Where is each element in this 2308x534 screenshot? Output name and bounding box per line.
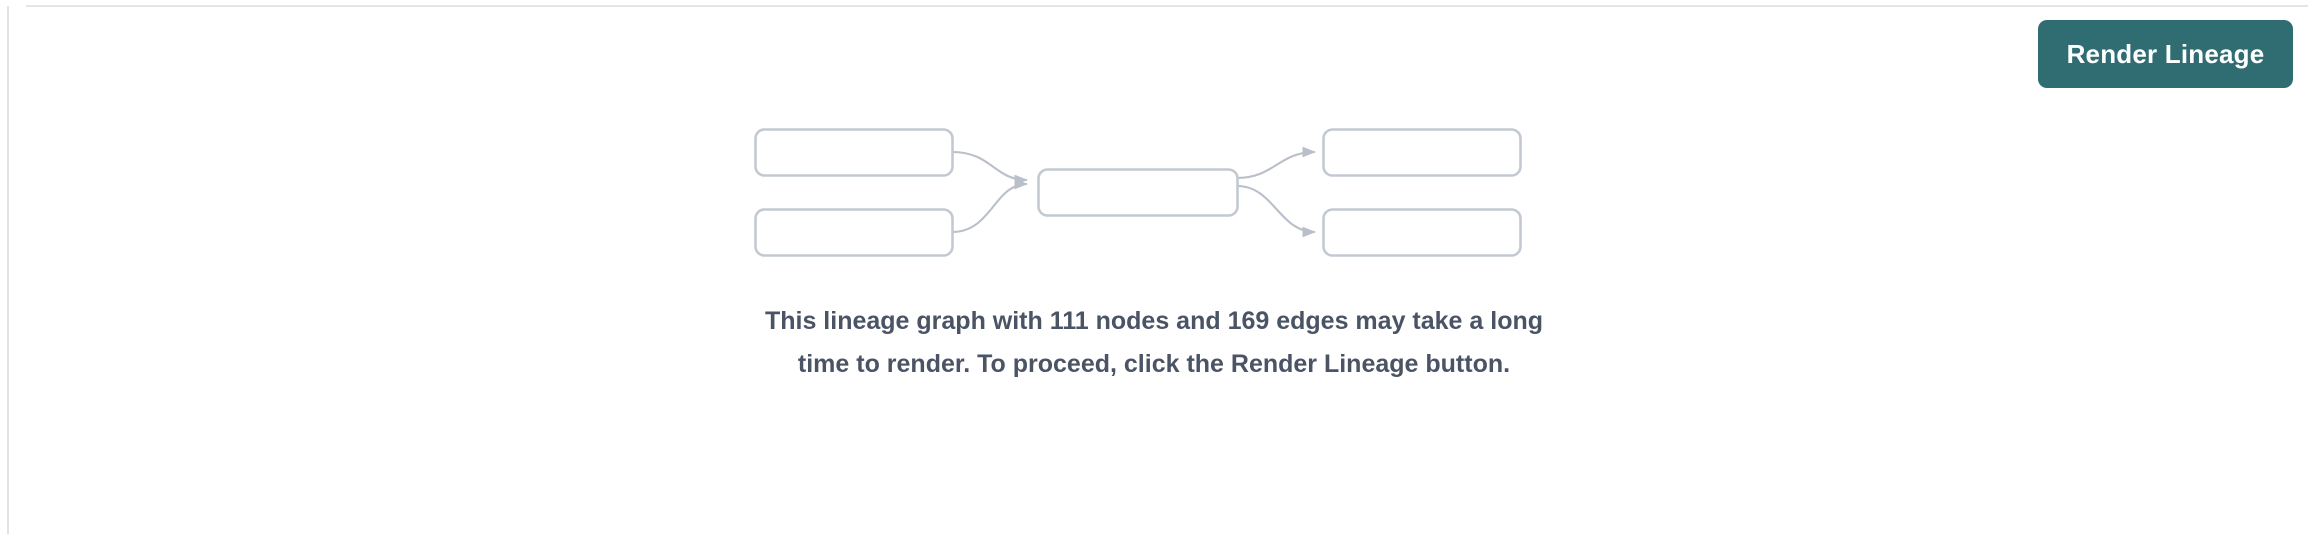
lineage-edge (951, 150, 1028, 186)
lineage-edge (1236, 184, 1316, 238)
lineage-node-source-1[interactable] (754, 128, 954, 177)
lineage-node-transform[interactable] (1037, 168, 1239, 217)
panel-left-divider (7, 6, 9, 534)
lineage-node-target-2[interactable] (1322, 208, 1522, 257)
lineage-edge (1236, 146, 1316, 180)
lineage-node-source-2[interactable] (754, 208, 954, 257)
panel-top-divider (26, 5, 2308, 7)
lineage-empty-state: This lineage graph with 111 nodes and 16… (0, 118, 2308, 386)
lineage-node-target-1[interactable] (1322, 128, 1522, 177)
render-lineage-button[interactable]: Render Lineage (2038, 20, 2293, 88)
empty-state-message: This lineage graph with 111 nodes and 16… (764, 307, 1544, 378)
lineage-node-group (754, 128, 1522, 257)
lineage-edge-group (951, 146, 1316, 238)
lineage-edge (951, 178, 1028, 234)
lineage-placeholder-graph (754, 128, 1522, 257)
